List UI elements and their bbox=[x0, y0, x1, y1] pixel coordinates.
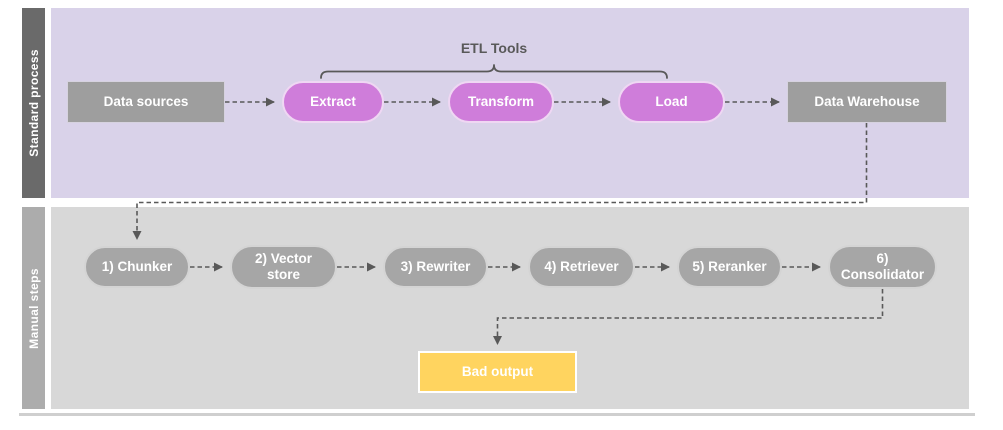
lane-header-manual-steps: Manual steps bbox=[22, 207, 45, 409]
node-bad-output: Bad output bbox=[418, 351, 577, 393]
node-data-warehouse-label: Data Warehouse bbox=[814, 93, 920, 109]
node-load: Load bbox=[618, 81, 725, 123]
node-consolidator-label: 6) Consolidator bbox=[840, 250, 925, 282]
node-retriever-label: 4) Retriever bbox=[544, 258, 619, 274]
node-reranker: 5) Reranker bbox=[677, 246, 782, 288]
node-data-sources-label: Data sources bbox=[103, 93, 189, 109]
node-retriever: 4) Retriever bbox=[528, 246, 635, 288]
node-data-warehouse: Data Warehouse bbox=[787, 81, 947, 123]
node-data-sources: Data sources bbox=[67, 81, 225, 123]
node-vector-store: 2) Vector store bbox=[230, 245, 337, 289]
bottom-divider bbox=[19, 413, 975, 416]
etl-tools-label: ETL Tools bbox=[460, 40, 528, 56]
node-transform: Transform bbox=[448, 81, 554, 123]
node-reranker-label: 5) Reranker bbox=[692, 258, 767, 274]
lane-header-standard-process: Standard process bbox=[22, 8, 45, 198]
node-vector-store-label: 2) Vector store bbox=[254, 250, 313, 282]
node-rewriter-label: 3) Rewriter bbox=[400, 258, 471, 274]
lane-label-manual-steps: Manual steps bbox=[26, 267, 41, 349]
node-consolidator: 6) Consolidator bbox=[828, 245, 937, 289]
node-extract: Extract bbox=[282, 81, 384, 123]
node-rewriter: 3) Rewriter bbox=[383, 246, 488, 288]
node-bad-output-label: Bad output bbox=[461, 363, 534, 379]
node-chunker-label: 1) Chunker bbox=[101, 258, 173, 274]
node-load-label: Load bbox=[655, 93, 688, 109]
node-extract-label: Extract bbox=[310, 93, 356, 109]
lane-label-standard-process: Standard process bbox=[26, 49, 41, 157]
node-transform-label: Transform bbox=[467, 93, 535, 109]
node-chunker: 1) Chunker bbox=[84, 246, 190, 288]
